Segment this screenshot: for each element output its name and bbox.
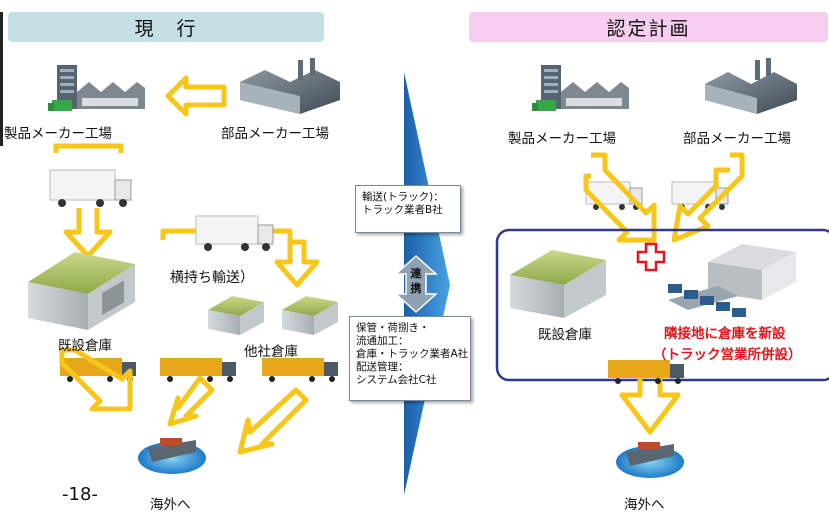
header-plan: 認定計画 [469,12,828,42]
left-yokomochi-label: 横持ち輸送） [170,270,254,286]
new-warehouse-image [668,244,796,310]
right-existing-warehouse-image [510,250,606,318]
left-arrow-down-to-warehouse [63,208,113,259]
link-label-char-2: 携 [410,282,422,295]
right-product-factory-image [532,65,629,111]
left-product-factory-label: 製品メーカー工場 [4,126,112,142]
left-truck-2 [195,215,274,251]
transport-box: 輸送(トラック)： トラック業者B社 [355,185,461,233]
left-product-factory-image [48,65,145,111]
new-warehouse-label-line-2: （トラック営業所併設） [653,347,802,363]
left-parts-factory-label: 部品メーカー工場 [221,126,329,142]
right-existing-warehouse-label: 既設倉庫 [538,327,592,343]
left-diag-arrow-3 [237,387,309,455]
storage-box: 保管・荷捌き・ 流通加工： 倉庫・トラック業者A社 配送管理： システム会社C社 [349,316,471,401]
right-arrow-down-to-ship [619,370,681,435]
link-double-arrow [394,254,438,314]
right-parts-factory-label: 部品メーカー工場 [683,131,791,147]
transport-box-line-2: トラック業者B社 [362,204,443,216]
storage-box-line-5: システム会社C社 [356,374,437,386]
left-ship-image [138,438,206,474]
right-arrow-product-to-site [583,152,657,243]
left-parts-factory-image [240,58,340,114]
storage-box-line-3: 倉庫・トラック業者A社 [356,348,469,360]
storage-box-line-1: 保管・荷捌き・ [356,322,430,334]
left-diag-arrow-2 [167,375,215,427]
left-other-warehouse-label: 他社倉庫 [244,344,298,360]
transport-box-line-1: 輸送(トラック)： [362,191,444,203]
new-warehouse-label-line-1: 隣接地に倉庫を新設 [664,326,786,342]
left-existing-warehouse-image [28,252,135,330]
storage-box-line-2: 流通加工： [356,335,409,347]
new-warehouse-trucks [668,284,746,317]
left-existing-warehouse-label: 既設倉庫 [58,338,112,354]
left-arrow-parts-to-product [165,75,227,117]
right-parts-factory-image [705,58,797,114]
left-other-warehouse-image [208,296,338,335]
left-container-trucks [60,358,338,382]
link-label-char-1: 連 [410,267,422,280]
right-container-truck [608,360,684,384]
right-overseas-label: 海外へ [624,497,665,513]
right-plan-frame [495,228,829,382]
right-arrow-parts-to-site [671,152,745,243]
left-truck-1 [49,169,132,207]
link-label: 連 携 [406,266,426,296]
page-number: -18- [62,484,98,505]
left-overseas-label: 海外へ [150,497,191,513]
left-edge-bar [0,12,3,146]
left-arrow-factory-to-warehouse [53,143,124,153]
right-ship-image [616,442,684,478]
right-product-factory-label: 製品メーカー工場 [508,131,616,147]
left-diag-arrow-1 [59,347,133,412]
red-plus-icon [636,242,666,272]
storage-box-line-4: 配送管理： [356,361,409,373]
header-current: 現 行 [8,12,324,42]
